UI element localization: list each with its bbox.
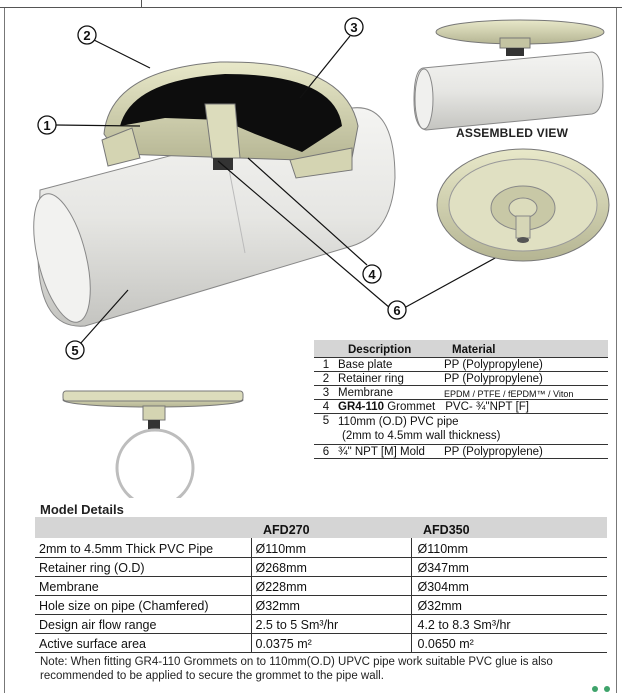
- model-details-title: Model Details: [40, 502, 124, 517]
- svg-text:4: 4: [368, 267, 376, 282]
- material-column-header: Material: [452, 344, 496, 356]
- column-afd350: AFD350: [411, 517, 607, 538]
- svg-text:1: 1: [43, 118, 50, 133]
- svg-text:2: 2: [83, 28, 90, 43]
- diffuser-cutaway: [101, 61, 359, 179]
- exploded-assembly-illustration: 1 2 3 4 5 6: [33, 17, 610, 498]
- diffuser-underside-illustration: [436, 148, 610, 262]
- assembled-view-label: ASSEMBLED VIEW: [456, 126, 569, 140]
- corner-mark: [604, 686, 610, 692]
- model-table-header: AFD270 AFD350: [35, 517, 607, 538]
- svg-text:5: 5: [71, 343, 78, 358]
- assembled-view-illustration: [413, 19, 605, 131]
- table-row: Hole size on pipe (Chamfered) Ø32mm Ø32m…: [35, 595, 607, 615]
- parts-table-header: Description Material: [314, 340, 608, 358]
- installation-note: Note: When fitting GR4-110 Grommets on t…: [40, 656, 553, 682]
- page-left-border: [4, 8, 5, 693]
- table-row: Design air flow range 2.5 to 5 Sm³/hr 4.…: [35, 614, 607, 634]
- column-afd270: AFD270: [251, 517, 411, 538]
- description-column-header: Description: [348, 344, 412, 356]
- table-row: Retainer ring (O.D) Ø268mm Ø347mm: [35, 557, 607, 577]
- table-row: Active surface area 0.0375 m² 0.0650 m²: [35, 633, 607, 653]
- table-row: Membrane Ø228mm Ø304mm: [35, 576, 607, 596]
- table-row: 2mm to 4.5mm Thick PVC Pipe Ø110mm Ø110m…: [35, 538, 607, 558]
- side-view-illustration: [62, 390, 244, 498]
- svg-text:6: 6: [393, 303, 400, 318]
- svg-text:3: 3: [350, 20, 357, 35]
- corner-mark: [592, 686, 598, 692]
- page-right-border: [616, 8, 617, 693]
- page-top-border: [0, 0, 622, 8]
- parts-row: 5 110mm (O.D) PVC pipe (2mm to 4.5mm wal…: [314, 414, 608, 445]
- model-details-table: AFD270 AFD350 2mm to 4.5mm Thick PVC Pip…: [35, 517, 607, 653]
- callout-bubbles: 1 2 3 4 5 6: [37, 17, 407, 360]
